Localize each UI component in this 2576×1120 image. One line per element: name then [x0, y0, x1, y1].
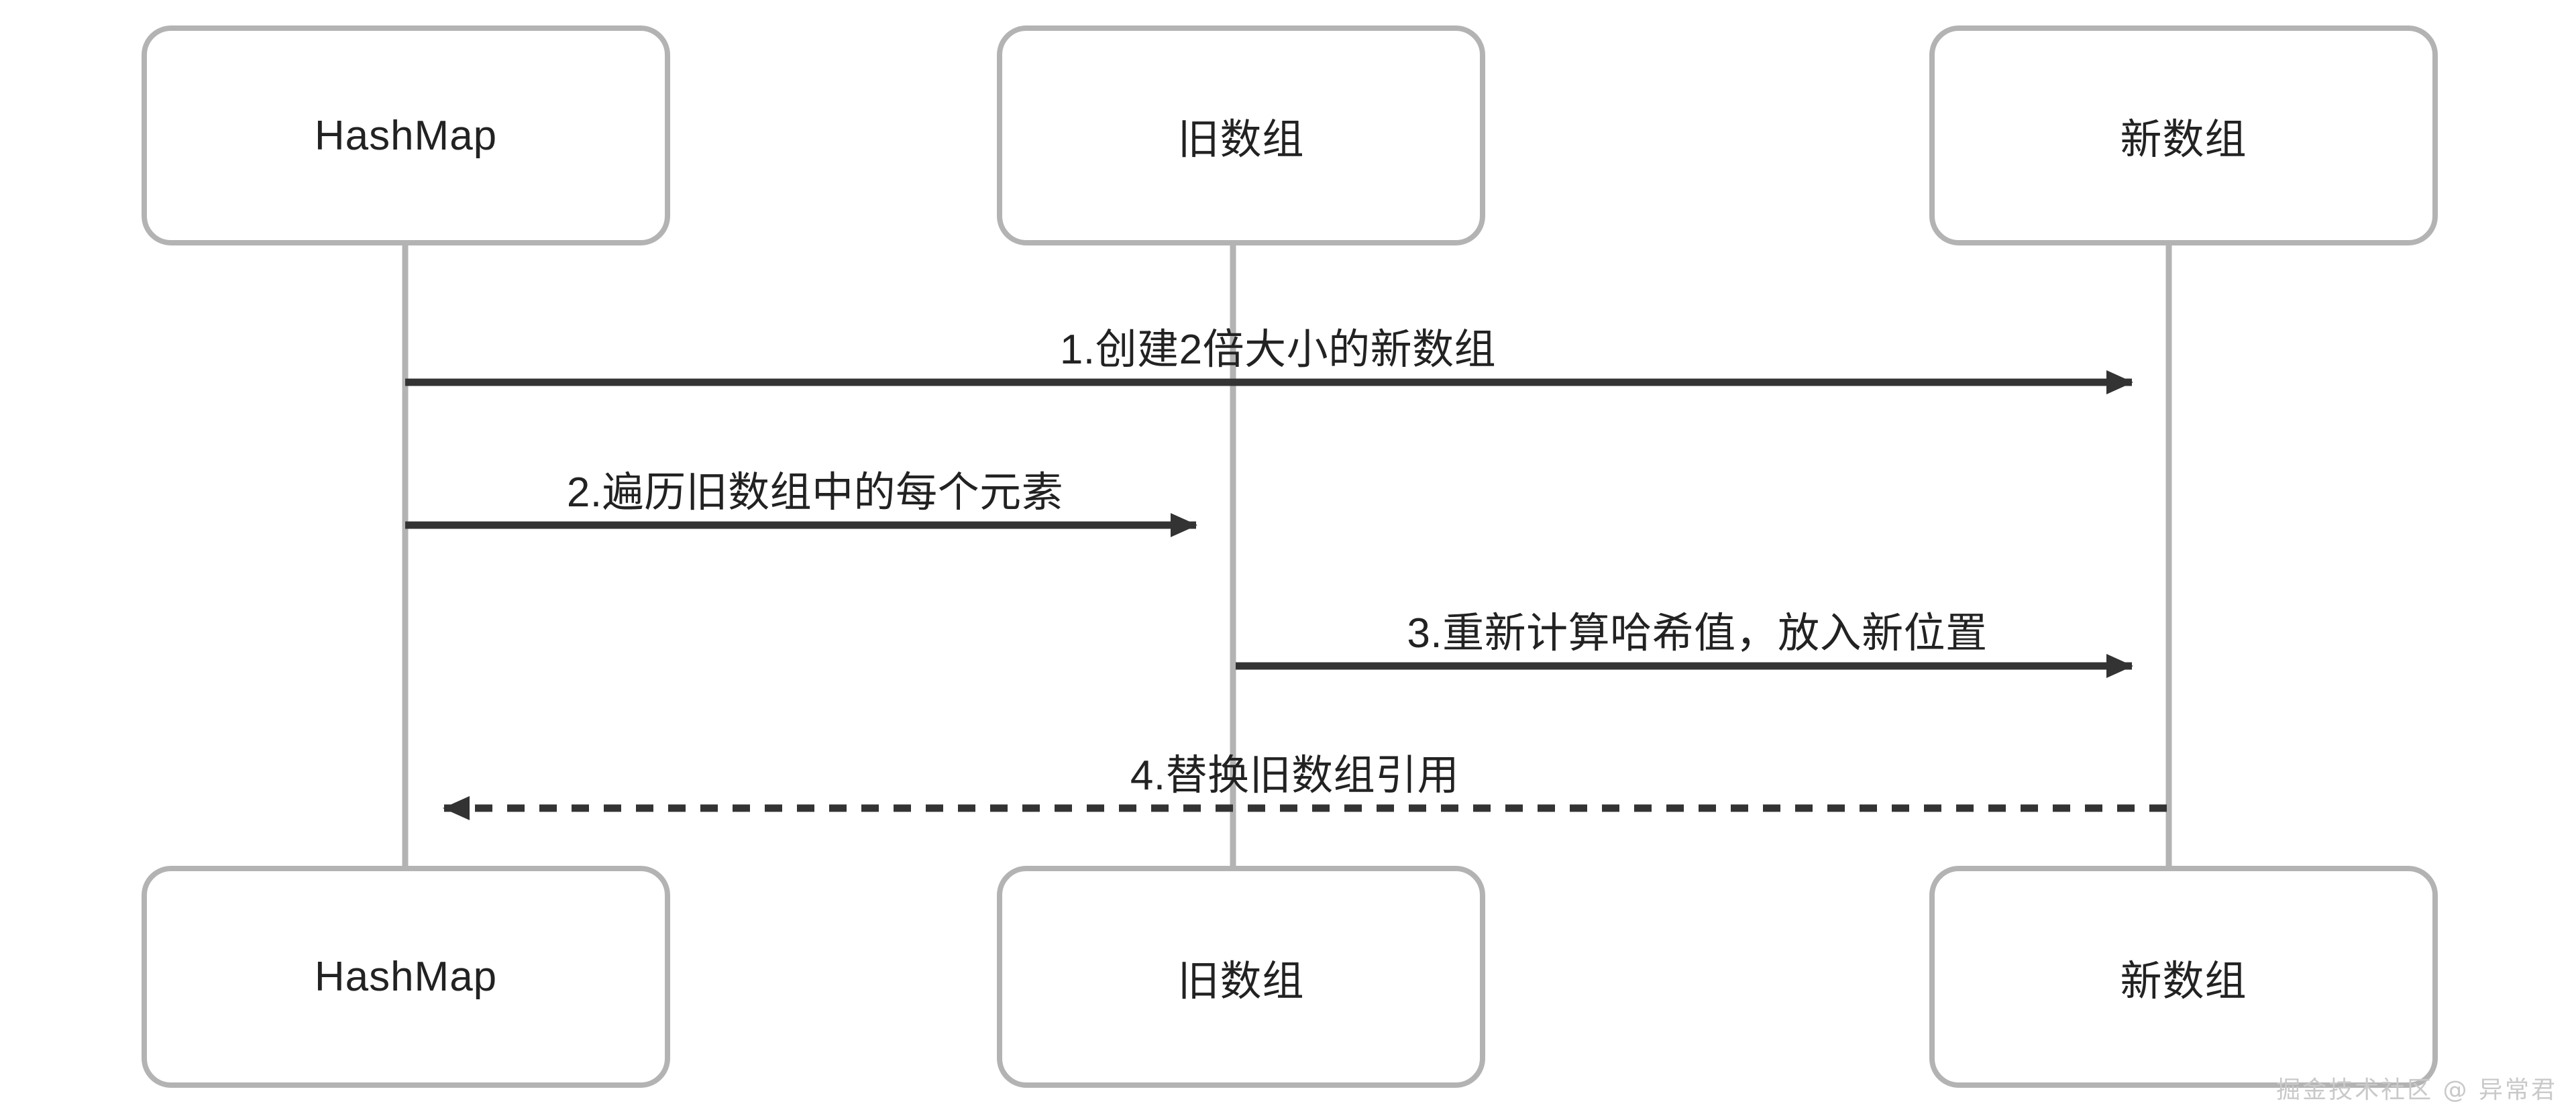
participant-box-hashmap-bottom[interactable]: [142, 866, 670, 1088]
watermark-text: 掘金技术社区 @ 异常君: [2276, 1076, 2557, 1104]
participant-boxes-top: [142, 25, 2438, 245]
participant-box-hashmap-top[interactable]: [142, 25, 670, 245]
lifelines-group: [402, 243, 2172, 869]
message-label-4: 4.替换旧数组引用: [1130, 752, 1460, 799]
participant-box-old-array-bottom[interactable]: [997, 866, 1485, 1088]
participant-box-old-array-top[interactable]: [997, 25, 1485, 245]
message-label-2: 2.遍历旧数组中的每个元素: [566, 469, 1064, 516]
participant-box-new-array-bottom[interactable]: [1929, 866, 2438, 1088]
message-arrows-group: [405, 370, 2167, 820]
participant-boxes-bottom: [142, 866, 2438, 1088]
message-label-1: 1.创建2倍大小的新数组: [1059, 327, 1497, 373]
message-label-3: 3.重新计算哈希值，放入新位置: [1407, 610, 1988, 657]
participant-box-new-array-top[interactable]: [1929, 25, 2438, 245]
